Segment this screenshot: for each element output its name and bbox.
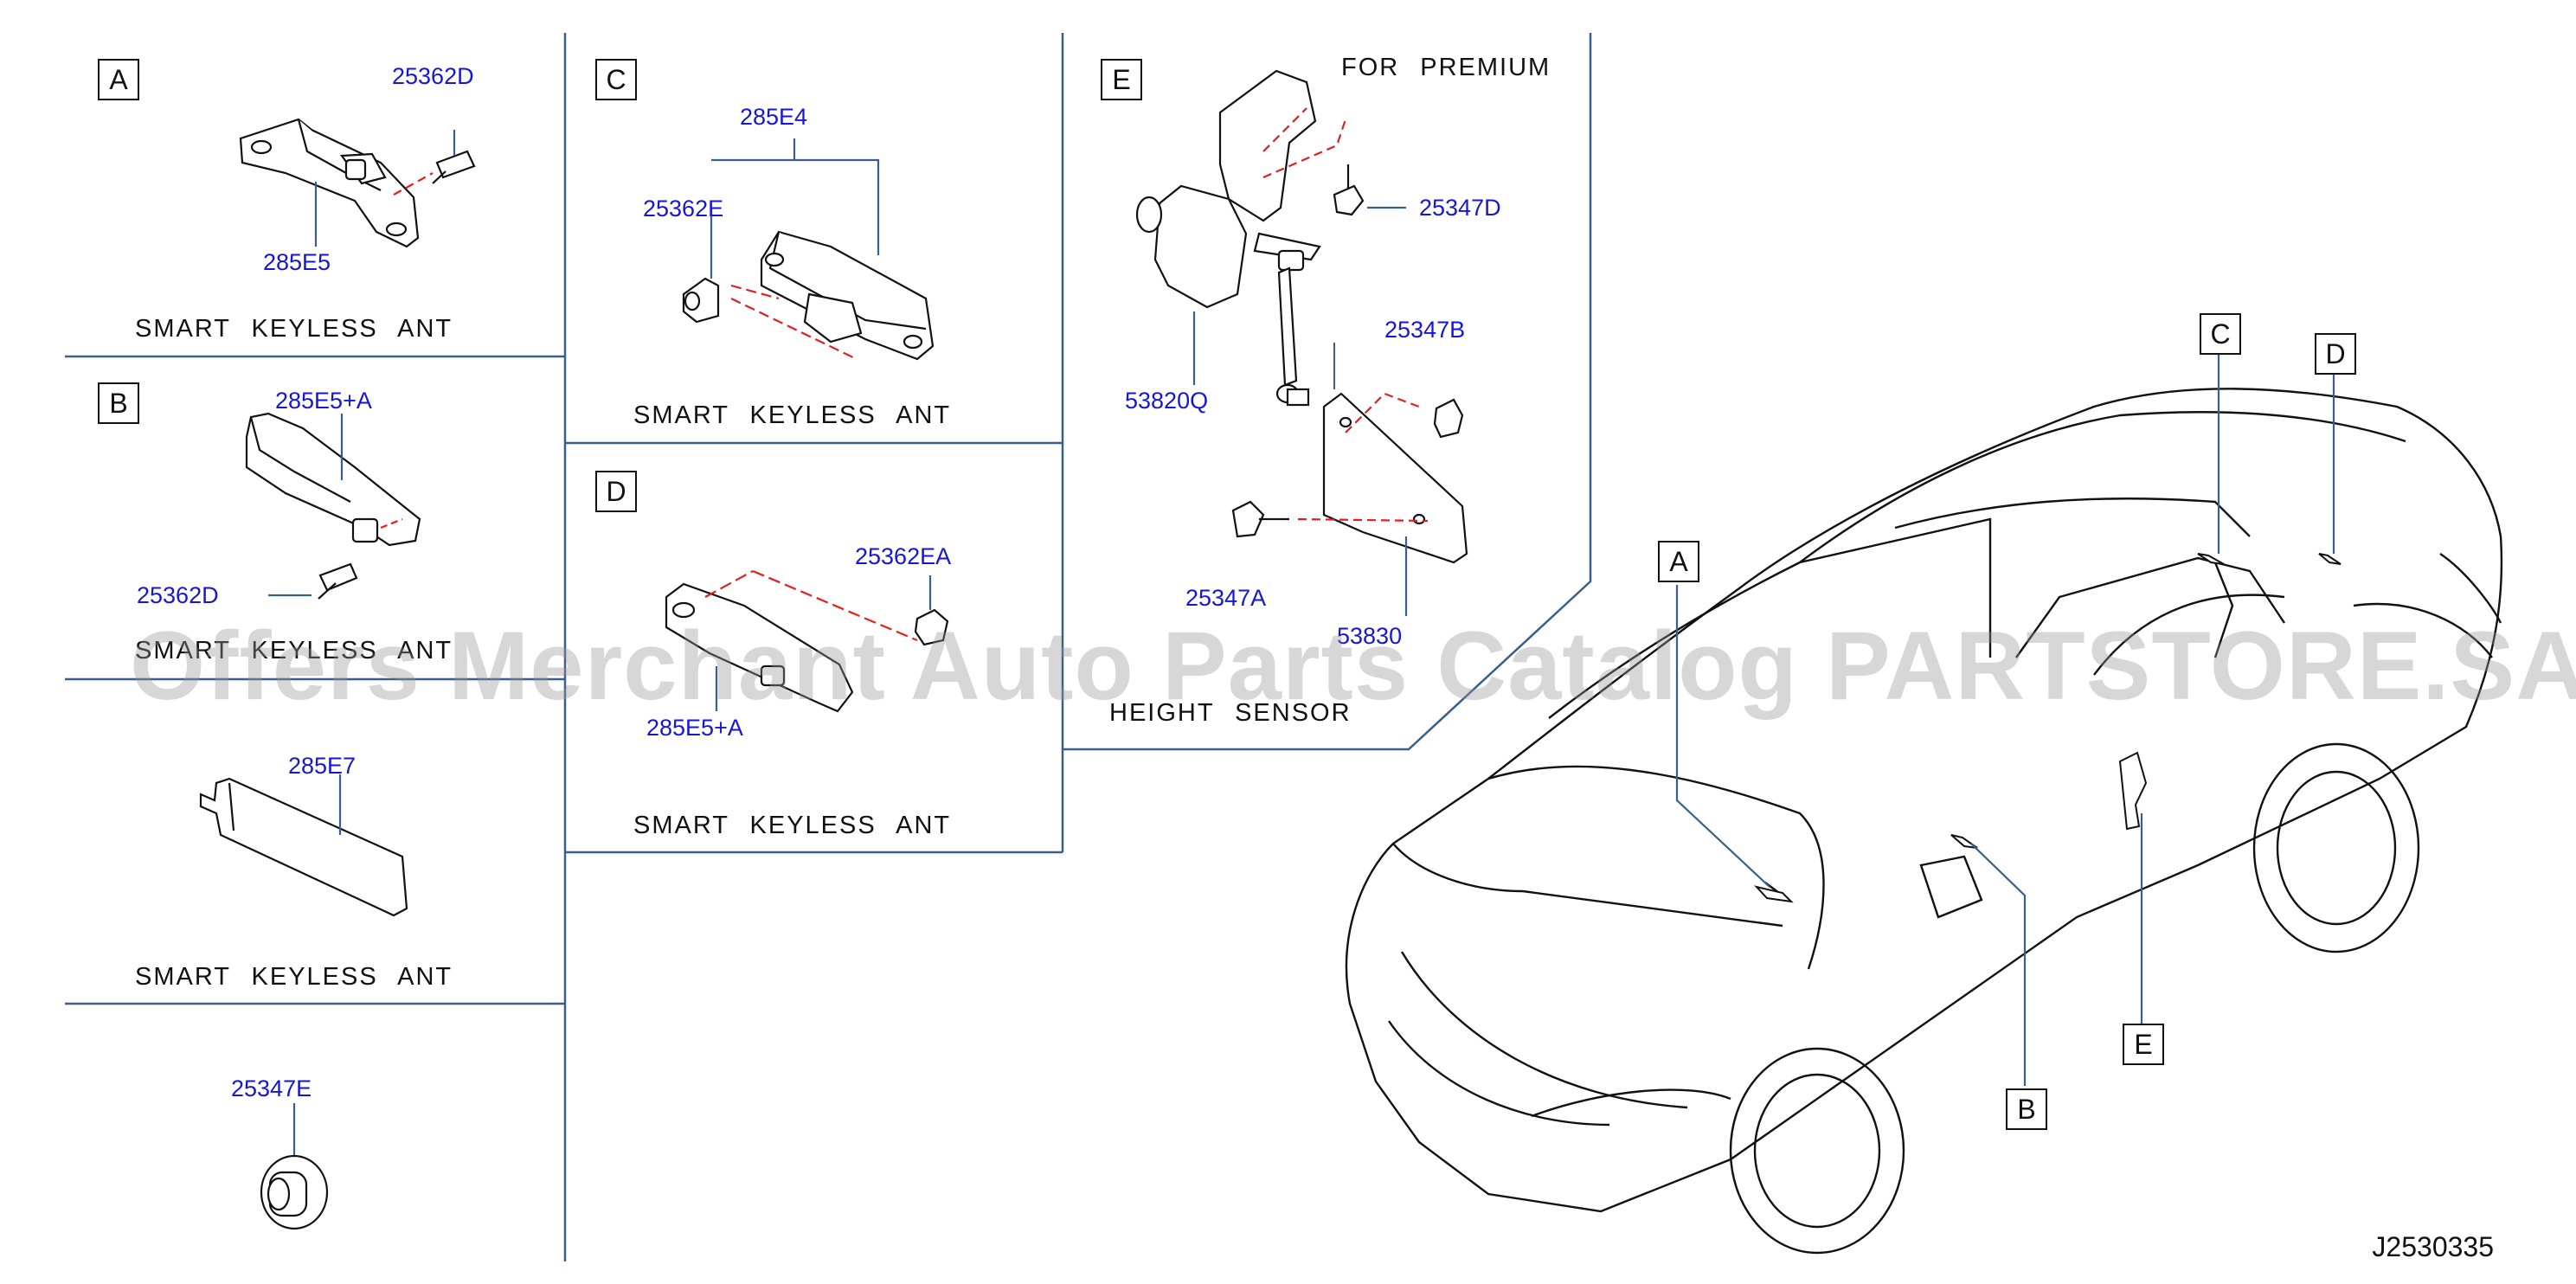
caption-panel-b: SMART KEYLESS ANT [135, 637, 453, 664]
part-label-285e5a-d: 285E5+A [646, 715, 743, 741]
panel-a-antenna-drawing [239, 118, 476, 248]
drawing-code: J2530335 [2372, 1231, 2494, 1262]
part-label-53820q: 53820Q [1125, 388, 1209, 414]
panel-f-antenna-drawing [199, 774, 408, 917]
panel-b-letter-box: B [98, 382, 139, 424]
part-label-25347d: 25347D [1419, 195, 1501, 221]
caption-panel-e: HEIGHT SENSOR [1109, 699, 1352, 727]
panel-d-letter-box: D [595, 471, 637, 512]
car-callout-b: B [2006, 1088, 2047, 1130]
part-label-25362e: 25362E [643, 196, 724, 221]
part-label-285e5: 285E5 [263, 249, 331, 275]
part-label-25347e: 25347E [231, 1075, 312, 1101]
part-label-53830: 53830 [1337, 623, 1403, 649]
part-label-25362d-a: 25362D [392, 63, 474, 89]
part-label-285e4: 285E4 [740, 104, 808, 130]
car-body-drawing [1345, 388, 2503, 1255]
caption-panel-f: SMART KEYLESS ANT [135, 963, 453, 991]
car-callout-leaders [1675, 355, 2335, 1086]
panel-c-antenna-drawing [682, 138, 935, 361]
car-callout-d: D [2315, 333, 2356, 375]
part-label-25347a: 25347A [1185, 585, 1267, 611]
car-callout-e: E [2123, 1024, 2164, 1065]
panel-dividers [65, 33, 1592, 1262]
panel-e-note: FOR PREMIUM [1341, 54, 1551, 81]
panel-b-antenna-drawing [245, 412, 421, 600]
caption-panel-a: SMART KEYLESS ANT [135, 315, 453, 343]
part-label-285e7: 285E7 [288, 753, 357, 779]
panel-e-letter-box: E [1101, 59, 1142, 100]
part-label-285e5a-b: 285E5+A [275, 388, 372, 414]
part-label-25347b: 25347B [1384, 317, 1466, 343]
caption-panel-d: SMART KEYLESS ANT [633, 812, 952, 839]
panel-g-clip-drawing [260, 1103, 329, 1230]
part-label-25362ea: 25362EA [855, 543, 952, 569]
car-callout-a: A [1658, 541, 1699, 582]
panel-d-antenna-drawing [665, 569, 949, 713]
car-antenna-markers [1754, 553, 2342, 903]
panel-a-letter-box: A [98, 59, 139, 100]
caption-panel-c: SMART KEYLESS ANT [633, 401, 952, 429]
watermark-text: Offers Merchant Auto Parts Catalog PARTS… [130, 612, 2576, 720]
panel-e-height-sensor-drawing [1135, 69, 1468, 616]
panel-c-letter-box: C [595, 59, 637, 100]
car-callout-c: C [2200, 313, 2241, 355]
part-label-25362d-b: 25362D [137, 582, 219, 608]
